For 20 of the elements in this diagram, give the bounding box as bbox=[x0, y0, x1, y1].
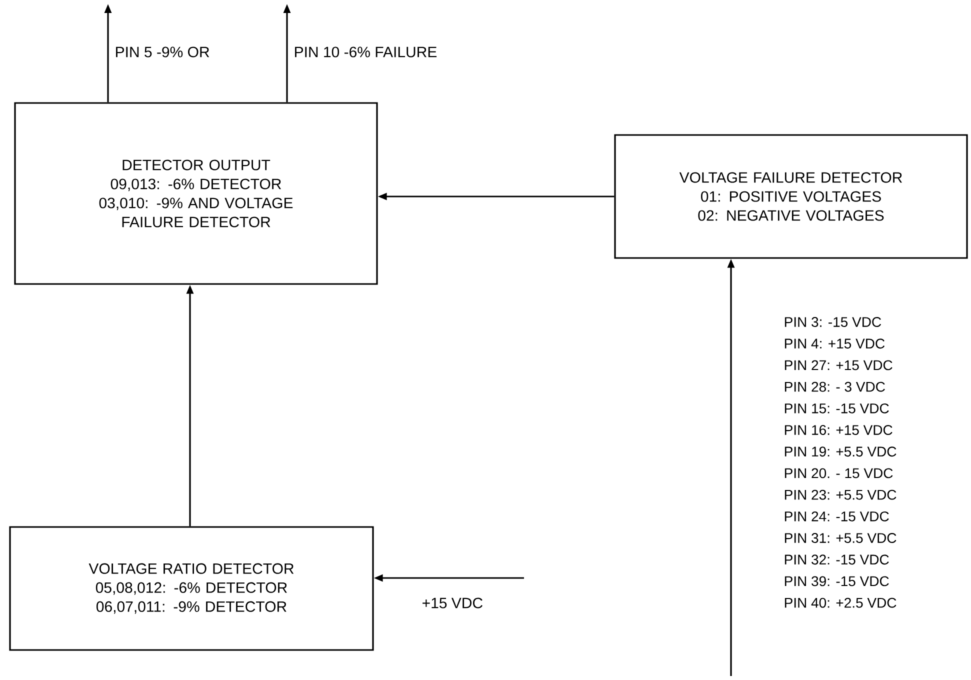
pin-label: PIN 24: -15 VDC bbox=[784, 511, 889, 522]
block-box: VOLTAGE FAILURE DETECTOR 01: POSITIVE VOLTAGES 02: NEGATIVE VOLTAGES bbox=[614, 134, 968, 259]
pin-label: PIN 27: +15 VDC bbox=[784, 360, 892, 370]
edge-label: +15 VDC bbox=[422, 598, 482, 608]
block-box: VOLTAGE RATIO DETECTOR 05,08,012: -6% DETECTOR 06,07,011: -9% DETECTOR bbox=[9, 526, 374, 651]
pin-label: PIN 23: +5.5 VDC bbox=[784, 490, 896, 500]
pin-label: PIN 31: +5.5 VDC bbox=[784, 533, 896, 543]
pin-label: PIN 39: -15 VDC bbox=[784, 576, 889, 586]
pin-label: PIN 16: +15 VDC bbox=[784, 425, 892, 435]
pin-label: PIN 19: +5.5 VDC bbox=[784, 446, 896, 457]
edge-label: PIN 10 -6% FAILURE bbox=[295, 46, 437, 58]
pin-label: PIN 3: -15 VDC bbox=[784, 317, 882, 327]
pin-label: PIN 32: -15 VDC bbox=[784, 554, 889, 565]
pin-label: PIN 40: +2.5 VDC bbox=[784, 598, 896, 608]
pin-label: PIN 20. - 15 VDC bbox=[784, 468, 893, 478]
block-box: DETECTOR OUTPUT 09,013: -6% DETECTOR 03,010: -9% AND VOLTAGE FAILURE DETECTOR bbox=[14, 102, 378, 285]
pin-label: PIN 28: - 3 VDC bbox=[784, 382, 885, 392]
pin-label: PIN 15: -15 VDC bbox=[784, 403, 889, 414]
edge-label: PIN 5 -9% OR bbox=[116, 46, 210, 58]
pin-label: PIN 4: +15 VDC bbox=[784, 338, 885, 349]
